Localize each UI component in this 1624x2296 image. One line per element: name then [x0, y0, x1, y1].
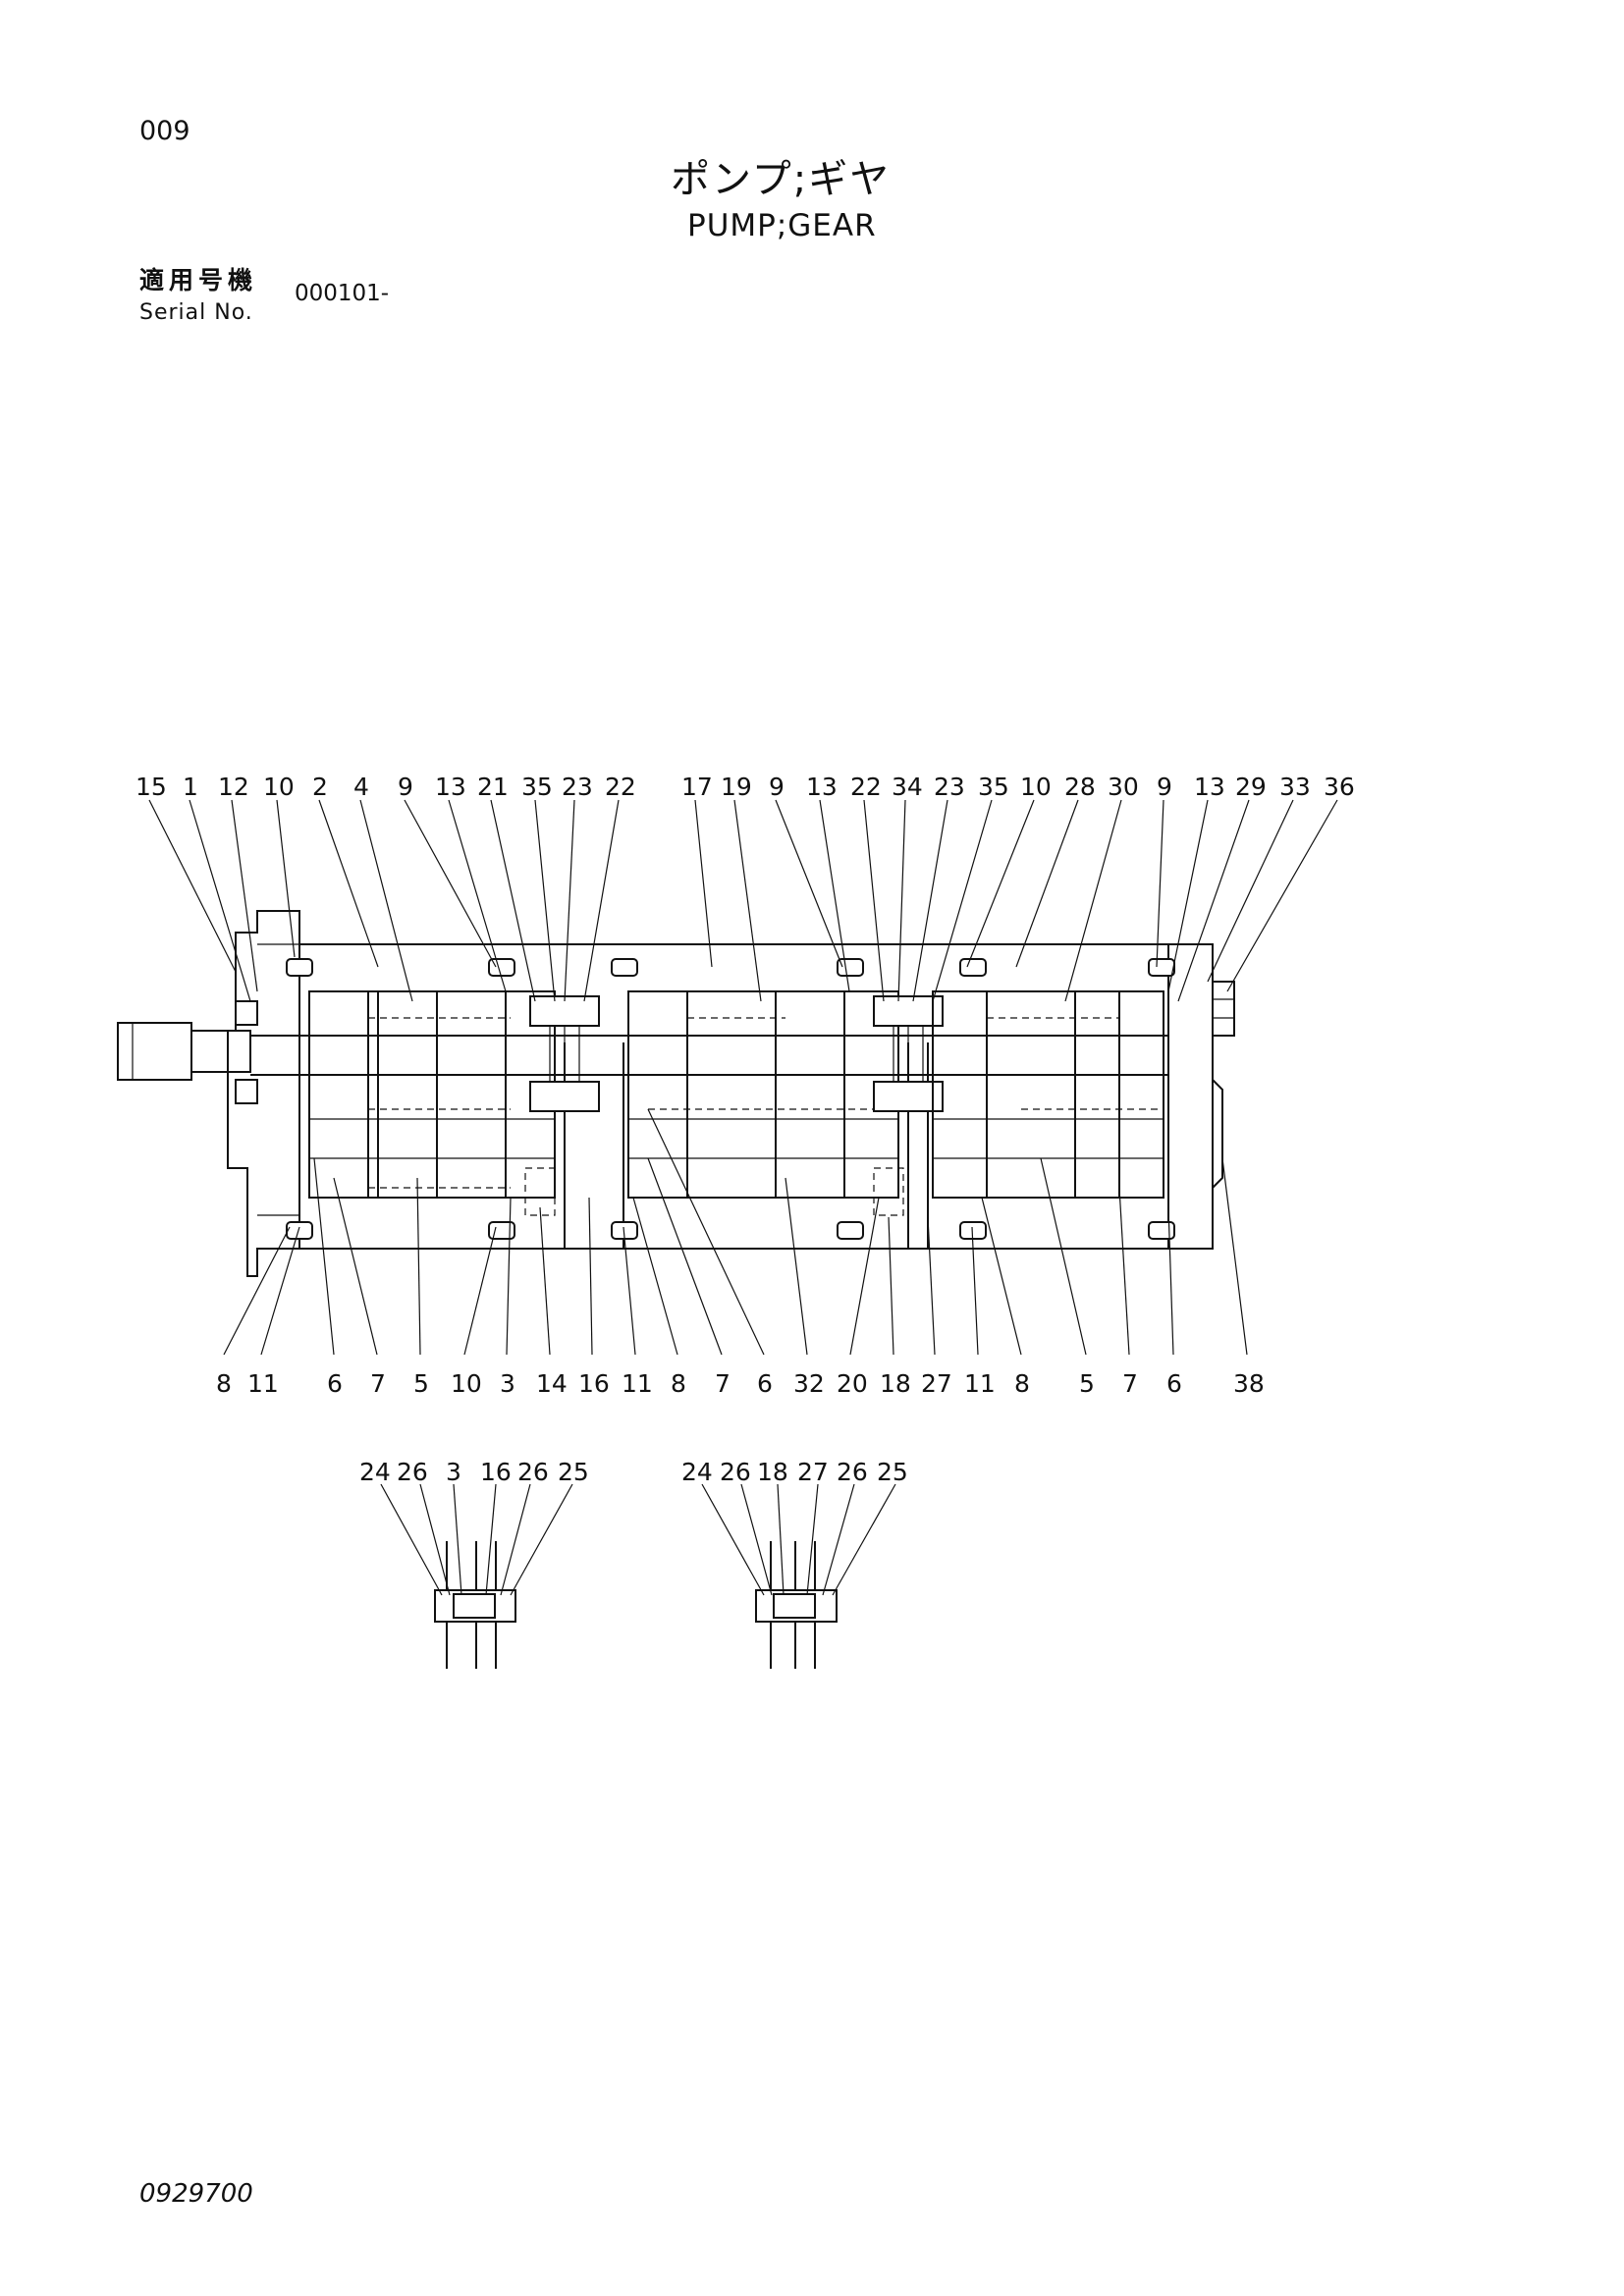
callout: 13 — [806, 773, 838, 801]
callout: 11 — [247, 1369, 279, 1398]
callout: 2 — [312, 773, 328, 801]
callout: 10 — [451, 1369, 482, 1398]
callout: 24 — [359, 1458, 391, 1486]
callout: 8 — [1014, 1369, 1030, 1398]
gear-set-3 — [932, 990, 1164, 1199]
pins — [286, 958, 1175, 1240]
callout: 26 — [837, 1458, 868, 1486]
pump-body — [227, 910, 1235, 1277]
document-number: 0929700 — [139, 2179, 253, 2209]
serial-number-value: 000101- — [295, 281, 390, 306]
page-title-english: PUMP;GEAR — [687, 208, 877, 243]
callout: 6 — [327, 1369, 343, 1398]
callout: 5 — [413, 1369, 429, 1398]
callout: 5 — [1079, 1369, 1095, 1398]
callout: 38 — [1233, 1369, 1265, 1398]
callout: 3 — [500, 1369, 515, 1398]
callout: 20 — [837, 1369, 868, 1398]
callout: 25 — [558, 1458, 589, 1486]
callout: 9 — [398, 773, 413, 801]
callout: 17 — [681, 773, 713, 801]
page-title-japanese: ポンプ;ギヤ — [671, 157, 892, 202]
coupling-1 — [524, 995, 600, 1216]
callout: 12 — [218, 773, 249, 801]
callout: 36 — [1324, 773, 1355, 801]
callout: 35 — [978, 773, 1009, 801]
callout: 10 — [1020, 773, 1052, 801]
callout: 23 — [562, 773, 593, 801]
callout: 15 — [135, 773, 167, 801]
callout: 26 — [397, 1458, 428, 1486]
input-shaft — [117, 1000, 1168, 1104]
callout: 22 — [605, 773, 636, 801]
gear-set-2 — [627, 990, 899, 1199]
callout: 21 — [477, 773, 509, 801]
detail-left-callouts: 24 26 3 16 26 25 — [359, 1458, 589, 1486]
callout: 23 — [934, 773, 965, 801]
callout: 11 — [622, 1369, 653, 1398]
callout: 22 — [850, 773, 882, 801]
page-number: 009 — [139, 116, 190, 146]
callout: 33 — [1279, 773, 1311, 801]
callout: 13 — [1194, 773, 1225, 801]
callout: 34 — [892, 773, 923, 801]
callout: 30 — [1108, 773, 1139, 801]
detail-right-callouts: 24 26 18 27 26 25 — [681, 1458, 908, 1486]
callout: 9 — [1157, 773, 1172, 801]
callout: 18 — [880, 1369, 911, 1398]
callout: 28 — [1064, 773, 1096, 801]
callout: 6 — [1166, 1369, 1182, 1398]
callout: 24 — [681, 1458, 713, 1486]
callout: 26 — [720, 1458, 751, 1486]
coupling-2 — [873, 995, 944, 1216]
callout: 29 — [1235, 773, 1267, 801]
bottom-leader-lines — [223, 1108, 1248, 1356]
callout: 26 — [517, 1458, 549, 1486]
callout: 11 — [964, 1369, 996, 1398]
bottom-callouts: 8 11 6 7 5 10 3 14 16 11 8 7 6 32 20 18 … — [216, 1369, 1265, 1398]
detail-view-left — [380, 1483, 573, 1669]
callout: 25 — [877, 1458, 908, 1486]
callout: 8 — [216, 1369, 232, 1398]
callout: 35 — [521, 773, 553, 801]
callout: 14 — [536, 1369, 568, 1398]
gear-set-1 — [308, 990, 556, 1199]
serial-label-english: Serial No. — [139, 300, 253, 325]
callout: 7 — [715, 1369, 731, 1398]
callout: 16 — [480, 1458, 512, 1486]
callout: 27 — [797, 1458, 829, 1486]
callout: 10 — [263, 773, 295, 801]
callout: 6 — [757, 1369, 773, 1398]
serial-label-japanese: 適用号機 — [139, 266, 258, 294]
callout: 4 — [353, 773, 369, 801]
callout: 16 — [578, 1369, 610, 1398]
callout: 9 — [769, 773, 785, 801]
callout: 1 — [183, 773, 198, 801]
callout: 8 — [671, 1369, 686, 1398]
callout: 19 — [721, 773, 752, 801]
callout: 32 — [793, 1369, 825, 1398]
callout: 13 — [435, 773, 466, 801]
callout: 3 — [446, 1458, 461, 1486]
callout: 7 — [1122, 1369, 1138, 1398]
callout: 7 — [370, 1369, 386, 1398]
top-callouts: 15 1 12 10 2 4 9 13 21 35 23 22 17 19 9 … — [135, 773, 1355, 801]
callout: 18 — [757, 1458, 788, 1486]
top-leader-lines — [148, 799, 1338, 1002]
detail-view-right — [701, 1483, 896, 1669]
callout: 27 — [921, 1369, 952, 1398]
